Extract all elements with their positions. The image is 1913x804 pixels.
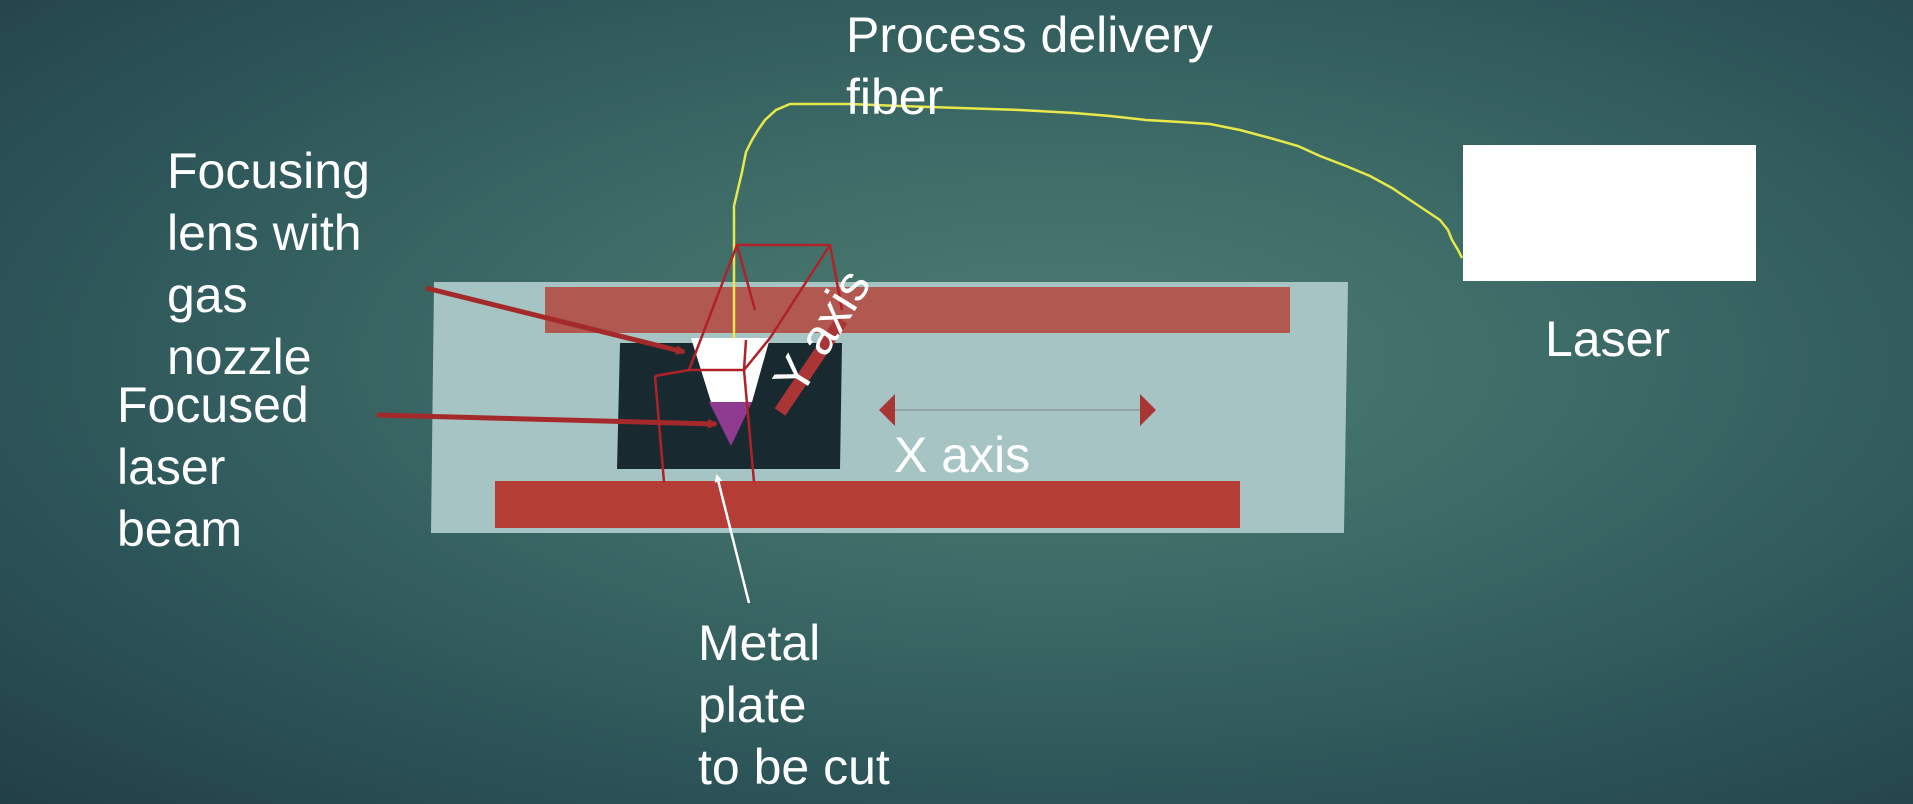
x-axis-label: X axis — [894, 427, 1031, 483]
process-delivery-fiber — [732, 102, 1464, 340]
laser-label: Laser — [1545, 311, 1671, 367]
x-axis-arrow — [879, 394, 1156, 426]
cutting-head-frame — [653, 243, 844, 483]
bottom-rail — [495, 481, 1240, 528]
focused-beam — [709, 402, 752, 446]
plate-label: Metal plate to be cut — [698, 615, 890, 795]
y-axis-bar — [774, 316, 848, 416]
lens-pointer-arrow — [425, 285, 686, 355]
fiber-label: Process delivery fiber — [846, 7, 1213, 125]
lens-label: Focusing lens with gas nozzle — [167, 143, 370, 385]
plate-pointer-arrow — [714, 474, 751, 604]
laser-box — [1463, 145, 1756, 281]
beam-label: Focused laser beam — [117, 377, 309, 557]
beam-pointer-arrow — [376, 412, 718, 429]
top-rail — [545, 287, 1290, 333]
